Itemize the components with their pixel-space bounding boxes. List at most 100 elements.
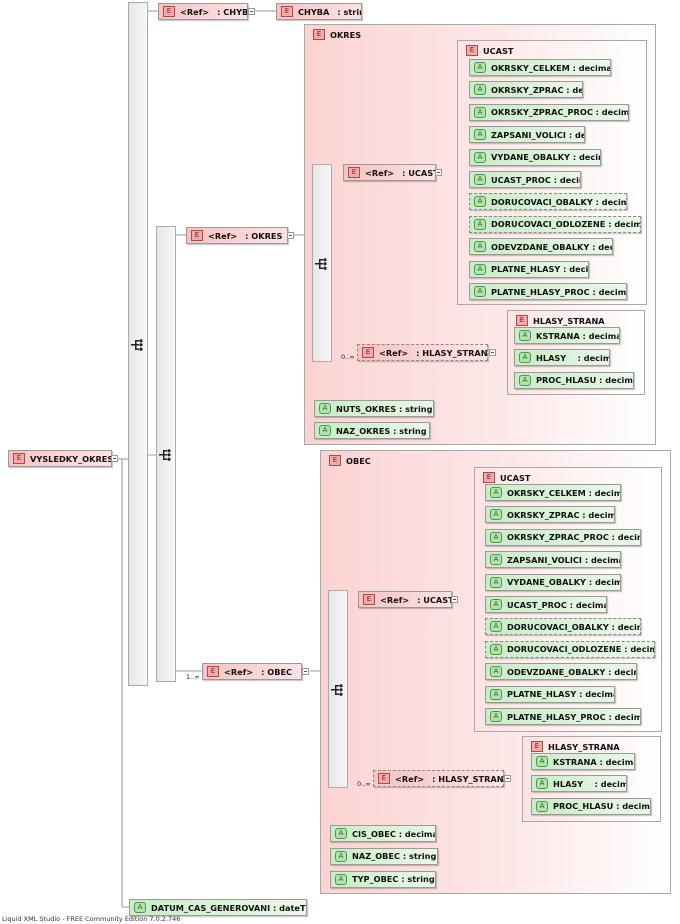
ucast-title: E UCAST	[462, 45, 513, 56]
attribute-item[interactable]: A KSTRANA : decimal	[514, 327, 620, 344]
element-badge: E	[348, 167, 360, 178]
okres-hlasy-ref[interactable]: E <Ref> : HLASY_STRANA	[357, 344, 488, 361]
collapse-toggle[interactable]	[435, 169, 442, 176]
ref-label: <Ref>	[224, 666, 254, 677]
sequence-icon	[131, 339, 143, 351]
attribute-label: KSTRANA : decimal	[536, 330, 620, 341]
collapse-toggle[interactable]	[504, 775, 511, 782]
hlasy-title-text: HLASY_STRANA	[548, 741, 620, 752]
attribute-badge: A	[474, 84, 486, 96]
obec-hlasy-ref[interactable]: E <Ref> : HLASY_STRANA	[373, 770, 504, 787]
attribute-label: OKRSKY_CELKEM : decimal	[507, 487, 621, 498]
collapse-toggle[interactable]	[451, 596, 458, 603]
attribute-badge: A	[490, 621, 502, 633]
element-badge: E	[378, 773, 390, 784]
collapse-toggle[interactable]	[111, 455, 118, 462]
attribute-item[interactable]: A PROC_HLASU : decimal	[514, 371, 634, 389]
element-badge: E	[163, 6, 175, 17]
attribute-item[interactable]: A ODEVZDANE_OBALKY : decimal	[469, 238, 613, 256]
attribute-badge: A	[490, 688, 502, 700]
attribute-badge: A	[474, 241, 486, 253]
collapse-toggle[interactable]	[248, 8, 255, 15]
attribute-badge: A	[319, 403, 331, 414]
attribute-label: ODEVZDANE_OBALKY : decimal	[507, 666, 637, 677]
obec-title-text: OBEC	[346, 455, 371, 466]
attribute-label: OKRSKY_ZPRAC : decimal	[507, 509, 615, 520]
ref-target: : HLASY_STRANA	[432, 773, 504, 784]
attribute-label: OKRSKY_ZPRAC_PROC : decimal	[491, 107, 629, 118]
element-badge: E	[281, 6, 293, 17]
okres-ucast-ref[interactable]: E <Ref> : UCAST	[343, 164, 436, 181]
element-badge: E	[191, 230, 203, 241]
ref-target: : HLASY_STRANA	[416, 347, 488, 358]
attribute-badge: A	[134, 902, 146, 913]
attribute-label: DORUCOVACI_ODLOZENE : decimal	[491, 219, 641, 230]
attribute-item[interactable]: A OKRSKY_CELKEM : decimal	[485, 484, 621, 501]
element-badge: E	[516, 315, 528, 326]
element-badge: E	[363, 594, 375, 605]
attribute-badge: A	[519, 374, 531, 386]
attribute-badge: A	[536, 756, 548, 767]
attribute-label: CIS_OBEC : decimal	[352, 828, 436, 839]
collapse-toggle[interactable]	[287, 232, 294, 239]
chyba-element[interactable]: E CHYBA : string	[276, 3, 362, 20]
attribute-badge: A	[519, 330, 531, 341]
footer-text: Liquid XML Studio - FREE Community Editi…	[2, 915, 181, 923]
hlasy-title-text: HLASY_STRANA	[533, 315, 605, 326]
attribute-label: DORUCOVACI_ODLOZENE : decimal	[507, 644, 655, 655]
chyba-ref[interactable]: E <Ref> : CHYBA	[158, 3, 248, 20]
attribute-label: PROC_HLASU : decimal	[536, 375, 634, 386]
chyba-type: : string	[337, 6, 361, 17]
okres-title-text: OKRES	[330, 29, 362, 40]
okres-ref[interactable]: E <Ref> : OKRES	[186, 227, 288, 244]
obec-ucast-ref[interactable]: E <Ref> : UCAST	[358, 591, 452, 608]
attribute-item[interactable]: A PLATNE_HLASY : decimal	[469, 260, 589, 278]
ref-label: <Ref>	[365, 167, 395, 178]
obec-ref[interactable]: E <Ref> : OBEC	[202, 663, 302, 680]
attribute-badge: A	[474, 263, 486, 275]
attribute-label: ZAPSANI_VOLICI : decimal	[507, 554, 621, 565]
attribute-label: NAZ_OKRES : string	[336, 425, 427, 436]
datum-attribute[interactable]: A DATUM_CAS_GENEROVANI : dateTime	[129, 899, 307, 916]
attribute-label: DORUCOVACI_OBALKY : decimal	[491, 196, 627, 207]
attribute-label: VYDANE_OBALKY : decimal	[507, 577, 621, 588]
collapse-toggle[interactable]	[302, 668, 309, 675]
ref-target: : CHYBA	[217, 6, 248, 17]
attribute-badge: A	[490, 487, 502, 498]
collapse-toggle[interactable]	[489, 349, 496, 356]
ref-target: : OBEC	[261, 666, 293, 677]
attribute-label: ODEVZDANE_OBALKY : decimal	[491, 241, 613, 252]
sequence-icon	[159, 449, 171, 461]
attribute-label: PLATNE_HLASY : decimal	[491, 264, 589, 275]
attribute-label: HLASY : decimal	[553, 778, 626, 789]
root-element[interactable]: E VYSLEDKY_OKRES	[8, 450, 112, 467]
